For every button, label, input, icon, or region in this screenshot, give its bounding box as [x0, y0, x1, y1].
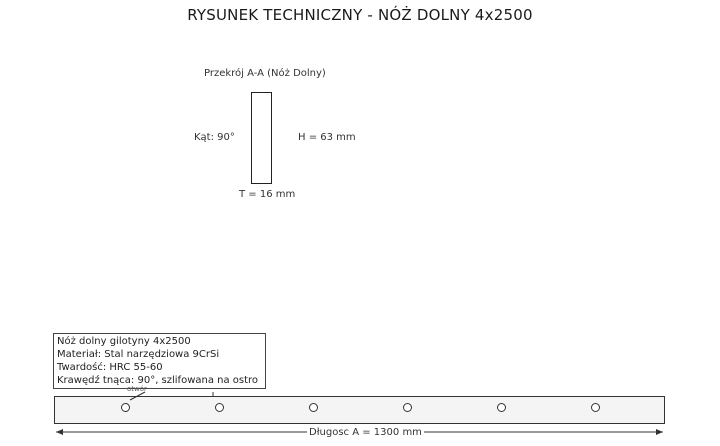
length-label: Długosc A = 1300 mm: [307, 427, 424, 438]
drawing-title: RYSUNEK TECHNICZNY - NÓŻ DOLNY 4x2500: [187, 6, 533, 24]
hole-note: otwór: [127, 385, 147, 393]
section-title: Przekrój A-A (Nóż Dolny): [204, 68, 326, 79]
spec-line-material: Materiał: Stal narzędziowa 9CrSi: [57, 349, 220, 360]
mounting-hole: [403, 403, 412, 412]
hole-leader-line: [129, 391, 146, 401]
mounting-hole: [497, 403, 506, 412]
blade-body: [54, 396, 665, 424]
thickness-label: T = 16 mm: [239, 189, 296, 200]
angle-label: Kąt: 90°: [194, 132, 235, 143]
spec-line-hardness: Twardość: HRC 55-60: [57, 362, 163, 373]
spec-line-name: Nóż dolny gilotyny 4x2500: [57, 336, 191, 347]
spec-line-edge: Krawędź tnąca: 90°, szlifowana na ostro: [57, 375, 259, 386]
mounting-hole: [309, 403, 318, 412]
mounting-hole: [591, 403, 600, 412]
arrow-left-icon: [56, 429, 63, 435]
cross-section-profile: [251, 92, 272, 184]
mounting-hole: [121, 403, 130, 412]
mounting-hole: [215, 403, 224, 412]
arrow-right-icon: [656, 429, 663, 435]
spec-box: Nóż dolny gilotyny 4x2500 Materiał: Stal…: [53, 333, 266, 389]
height-label: H = 63 mm: [298, 132, 356, 143]
